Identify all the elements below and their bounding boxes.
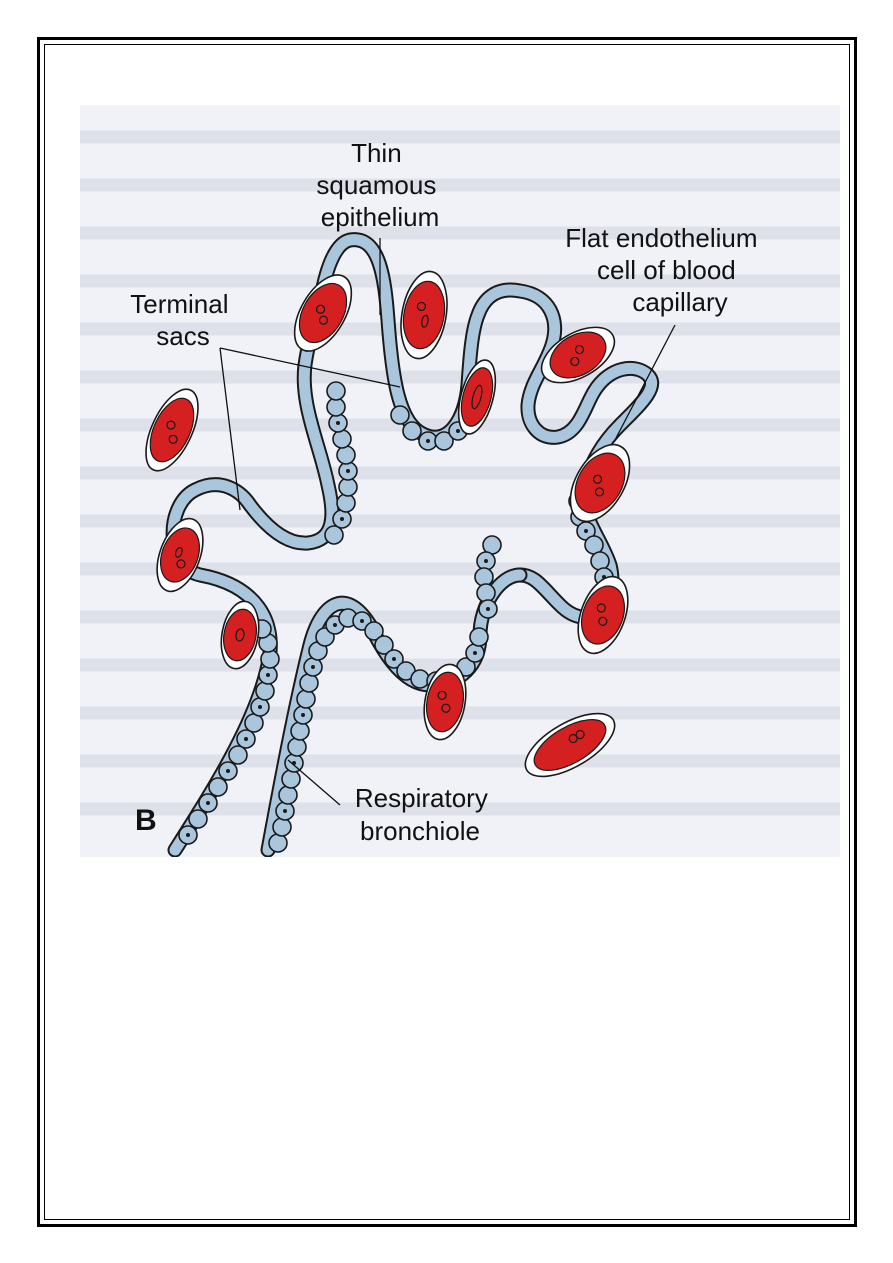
label-flat-endothelium-line-3: capillary <box>632 287 727 317</box>
capillary-2 <box>293 274 353 352</box>
leader-flat-endothelium <box>614 324 676 441</box>
leader-terminal-sacs-lower <box>219 347 241 511</box>
capillary-7 <box>156 517 204 593</box>
label-thin-squamous-line-3: epithelium <box>321 202 440 232</box>
capillary-11 <box>524 712 616 778</box>
label-thin-squamous-line-2: squamous <box>316 170 436 200</box>
capillary-6 <box>569 443 631 523</box>
label-terminal-sacs-line-1: Terminal <box>130 289 228 319</box>
label-flat-endothelium-line-1: Flat endothelium <box>565 223 757 253</box>
label-terminal-sacs-line-2: sacs <box>156 321 209 351</box>
panel-letter: B <box>135 804 157 837</box>
label-respiratory-bronchiole-line-1: Respiratory <box>355 783 488 813</box>
background-text-lines <box>80 130 840 816</box>
leader-lines <box>219 238 676 806</box>
label-terminal-sacs: Terminal sacs <box>130 289 235 351</box>
label-flat-endothelium-line-2: cell of blood <box>597 255 736 285</box>
capillary-4 <box>457 359 497 435</box>
label-thin-squamous-line-1: Thin <box>351 138 402 168</box>
capillary-9 <box>423 663 467 741</box>
label-flat-endothelium: Flat endothelium cell of blood capillary <box>565 223 764 317</box>
capillary-10 <box>577 575 629 655</box>
label-thin-squamous: Thin squamous epithelium <box>316 138 443 232</box>
alveoli-figure: Thin squamous epithelium Flat endotheliu… <box>80 105 840 857</box>
label-respiratory-bronchiole-line-2: bronchiole <box>360 816 480 846</box>
page-border-inner <box>44 44 850 1220</box>
leader-terminal-sacs-upper <box>219 347 401 388</box>
capillary-3 <box>400 270 448 360</box>
capillary-5 <box>540 326 616 384</box>
capillary-1 <box>145 388 199 472</box>
cuboidal-cells <box>178 381 614 853</box>
alveoli-diagram: Thin squamous epithelium Flat endotheliu… <box>80 130 840 857</box>
capillary-8 <box>220 600 260 670</box>
label-respiratory-bronchiole: Respiratory bronchiole <box>355 783 495 846</box>
capillaries <box>145 270 631 778</box>
leader-respiratory-bronchiole <box>287 759 341 806</box>
page-border-outer <box>37 37 857 1227</box>
